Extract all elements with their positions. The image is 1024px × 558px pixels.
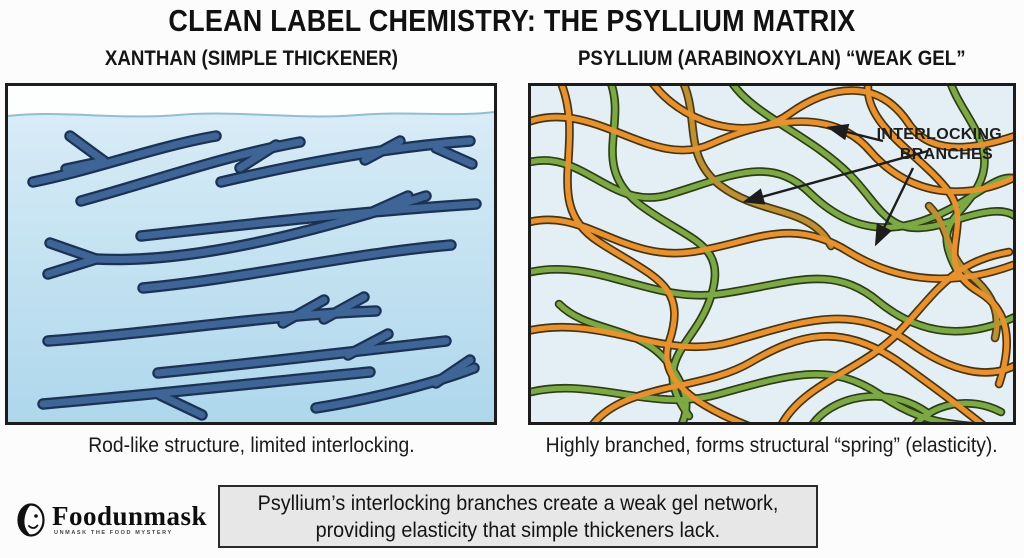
xanthan-panel: [5, 83, 497, 425]
summary-note: Psyllium’s interlocking branches create …: [218, 485, 818, 548]
air-gap: [8, 86, 494, 117]
annotation-arrow-2: [742, 149, 929, 205]
brand-tagline: UNMASK THE FOOD MYSTERY: [54, 530, 173, 537]
annotation-arrow-1: [826, 123, 884, 143]
page-title-text: CLEAN LABEL CHEMISTRY: THE PSYLLIUM MATR…: [168, 3, 856, 38]
interlocking-annotation: INTERLOCKING BRANCHES: [742, 123, 1002, 247]
psyllium-diagram: INTERLOCKING BRANCHES: [531, 86, 1013, 422]
annotation-arrow-3: [874, 167, 915, 247]
xanthan-heading-text: XANTHAN (SIMPLE THICKENER): [104, 46, 398, 70]
summary-note-line1: Psyllium’s interlocking branches create …: [257, 491, 779, 516]
annotation-line2: BRANCHES: [900, 146, 993, 163]
summary-note-line2: providing elasticity that simple thicken…: [315, 517, 721, 542]
annotation-line1: INTERLOCKING: [877, 126, 1002, 143]
xanthan-caption: Rod-like structure, limited interlocking…: [5, 434, 497, 458]
brand-name: Foodunmask: [52, 501, 208, 532]
xanthan-rods: [29, 132, 480, 419]
psyllium-heading: PSYLLIUM (ARABINOXYLAN) “WEAK GEL”: [528, 46, 1016, 71]
water-surface-line: [8, 111, 494, 118]
psyllium-heading-text: PSYLLIUM (ARABINOXYLAN) “WEAK GEL”: [578, 46, 966, 70]
page-title: CLEAN LABEL CHEMISTRY: THE PSYLLIUM MATR…: [0, 3, 1024, 39]
mask-icon: [17, 503, 45, 537]
xanthan-diagram: [8, 86, 494, 422]
psyllium-caption: Highly branched, forms structural “sprin…: [524, 434, 1020, 458]
xanthan-heading: XANTHAN (SIMPLE THICKENER): [5, 46, 497, 71]
brand-logo: Foodunmask UNMASK THE FOOD MYSTERY: [16, 502, 207, 538]
psyllium-caption-text: Highly branched, forms structural “sprin…: [545, 434, 999, 457]
psyllium-panel: INTERLOCKING BRANCHES: [528, 83, 1016, 425]
xanthan-caption-text: Rod-like structure, limited interlocking…: [87, 434, 415, 457]
